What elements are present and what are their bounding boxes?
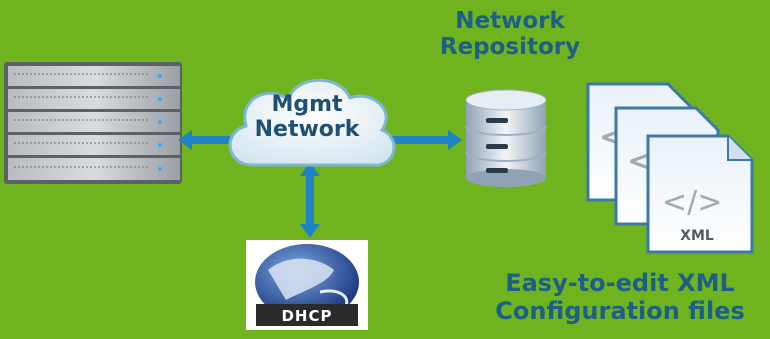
svg-text:</>: </> — [662, 185, 722, 220]
database-icon — [465, 89, 547, 187]
dhcp-label: DHCP — [281, 307, 333, 325]
arrow-cloud-repository — [388, 130, 462, 150]
cloud-label-line1: Mgmt — [271, 92, 343, 117]
network-repository-title: Network Repository — [410, 8, 610, 61]
arrow-server-cloud — [178, 130, 246, 150]
repository-title-line2: Repository — [439, 34, 581, 61]
cloud-label-line2: Network — [254, 117, 360, 143]
dhcp-globe-icon — [246, 240, 368, 330]
server-rack-icon — [4, 62, 182, 184]
mgmt-network-cloud-icon — [228, 78, 396, 167]
xml-config-caption: Easy-to-edit XML Configuration files — [470, 269, 770, 325]
repository-title-line1: Network — [455, 8, 565, 34]
arrow-cloud-dhcp — [300, 162, 320, 238]
xml-files-icon: < < </> — [586, 82, 754, 254]
xml-caption-line1: Easy-to-edit XML — [505, 269, 735, 297]
mgmt-network-label: Mgmt Network — [232, 92, 382, 143]
xml-file-label: XML — [680, 228, 714, 244]
xml-caption-line2: Configuration files — [495, 296, 745, 325]
